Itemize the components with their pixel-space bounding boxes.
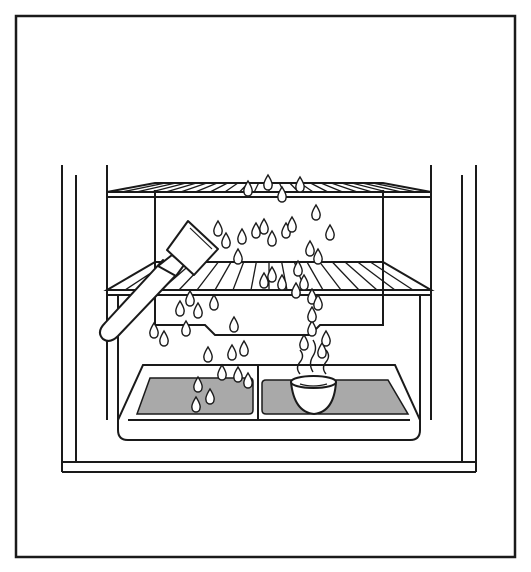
shelf-slat: [310, 182, 329, 193]
shelf-slat: [250, 261, 257, 291]
shelf-slat: [195, 182, 218, 193]
shelf-slat: [372, 182, 417, 193]
water-drop-icon: [237, 227, 247, 245]
water-drop-icon: [233, 247, 243, 265]
shelf-slat: [306, 261, 324, 291]
outer-frame: [14, 14, 517, 559]
upper-shelf-frame: [106, 182, 432, 193]
water-drop-icon: [307, 319, 317, 337]
steam-icon: [296, 339, 330, 375]
water-drop-icon: [299, 333, 309, 351]
water-drop-icon: [293, 259, 303, 277]
shelf-slat: [341, 182, 373, 193]
shelf-slat: [136, 182, 176, 193]
water-drop-icon: [213, 219, 223, 237]
shelf-slat: [369, 261, 414, 291]
upper-shelf: [106, 182, 432, 198]
water-drop-icon: [299, 273, 309, 291]
water-drop-icon: [243, 371, 253, 389]
shelf-slat: [180, 182, 208, 193]
water-drop-icon: [229, 315, 239, 333]
water-drop-icon: [259, 271, 269, 289]
water-drop-icon: [295, 175, 305, 193]
shelf-slat: [151, 182, 187, 193]
water-drop-icon: [239, 339, 249, 357]
water-drop-icon: [193, 375, 203, 393]
water-drop-icon: [181, 319, 191, 337]
water-drop-icon: [263, 173, 273, 191]
shelf-slat: [330, 182, 358, 193]
water-drop-icon: [287, 215, 297, 233]
water-drop-icon: [325, 223, 335, 241]
shelf-slat: [253, 182, 260, 193]
water-drop-icon: [307, 287, 317, 305]
shelf-slat: [165, 182, 197, 193]
shelf-slat: [351, 182, 387, 193]
water-drop-icon: [307, 305, 317, 323]
water-drop-icon: [251, 221, 261, 239]
cabinet: [61, 165, 477, 473]
water-drop-icon: [277, 273, 287, 291]
shelf-slat: [357, 261, 396, 291]
water-drop-icon: [313, 247, 323, 265]
water-drop-icon: [277, 185, 287, 203]
water-drop-icon: [205, 387, 215, 405]
shelf-slat: [196, 261, 219, 291]
shelf-slat: [224, 182, 239, 193]
lower-chamber-contour: [154, 305, 384, 336]
bowl-water-line: [299, 383, 328, 387]
water-drop-icon: [185, 289, 195, 307]
shelf-slat: [121, 182, 166, 193]
water-drop-icon: [291, 281, 301, 299]
water-drop-icon: [259, 217, 269, 235]
water-drop-icon: [227, 343, 237, 361]
shelf-slat: [209, 182, 228, 193]
shelf-slat: [331, 261, 360, 291]
bowl-body: [290, 381, 337, 416]
scraper-handle: [99, 259, 179, 342]
scraper-blade: [166, 220, 219, 276]
water-drop-icon: [193, 301, 203, 319]
shelf-slat: [320, 182, 343, 193]
water-drop-icon: [233, 365, 243, 383]
water-drop-icon: [191, 395, 201, 413]
water-drop-icon: [267, 229, 277, 247]
water-drop-icon: [321, 329, 331, 347]
shelf-slat: [344, 261, 378, 291]
bowl-icon: [290, 375, 337, 416]
shelf-slat: [214, 261, 232, 291]
water-drop-icon: [313, 293, 323, 311]
water-drop-icon: [221, 231, 231, 249]
water-drop-icon: [209, 293, 219, 311]
inner-chamber-outline: [117, 295, 421, 441]
water-drop-icon: [149, 321, 159, 339]
water-drops: [149, 173, 335, 413]
shelf-slat: [319, 261, 342, 291]
water-drop-icon: [305, 239, 315, 257]
shelf-slat: [362, 182, 402, 193]
water-drop-icon: [159, 329, 169, 347]
water-drop-icon: [203, 345, 213, 363]
water-drop-icon: [317, 341, 327, 359]
floor-slope: [117, 364, 421, 421]
steam-line: [322, 349, 330, 375]
scraper-blade-edge: [189, 227, 213, 250]
shelf-slat: [232, 261, 245, 291]
water-drop-icon: [243, 179, 253, 197]
water-drop-icon: [311, 203, 321, 221]
water-drop-icon: [217, 363, 227, 381]
water-drop-icon: [175, 299, 185, 317]
steam-line: [309, 339, 317, 373]
steam-line: [296, 349, 304, 375]
water-drop-icon: [267, 265, 277, 283]
scraper-icon: [99, 220, 219, 342]
upper-shelf-slats: [121, 182, 417, 193]
